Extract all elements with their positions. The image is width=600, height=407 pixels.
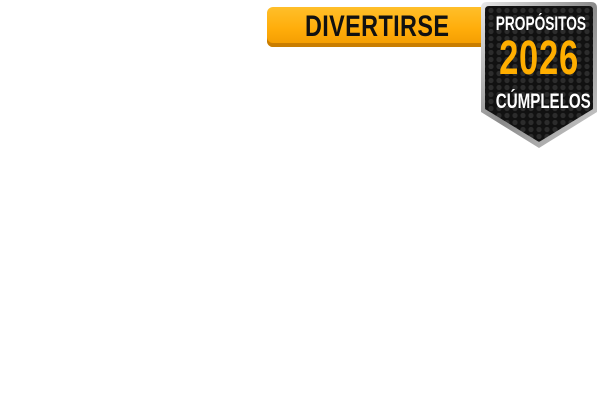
divertirse-banner: DIVERTIRSE — [267, 7, 497, 47]
badge-bottom-text: CÚMPLELOS — [495, 90, 591, 113]
badge-year: 2026 — [499, 32, 579, 85]
propositos-2026-badge: PROPÓSITOS 2026 CÚMPLELOS — [479, 0, 599, 150]
shield-icon — [481, 2, 597, 148]
badge-top-text: PROPÓSITOS — [495, 14, 587, 35]
banner-label: DIVERTIRSE — [305, 10, 450, 43]
